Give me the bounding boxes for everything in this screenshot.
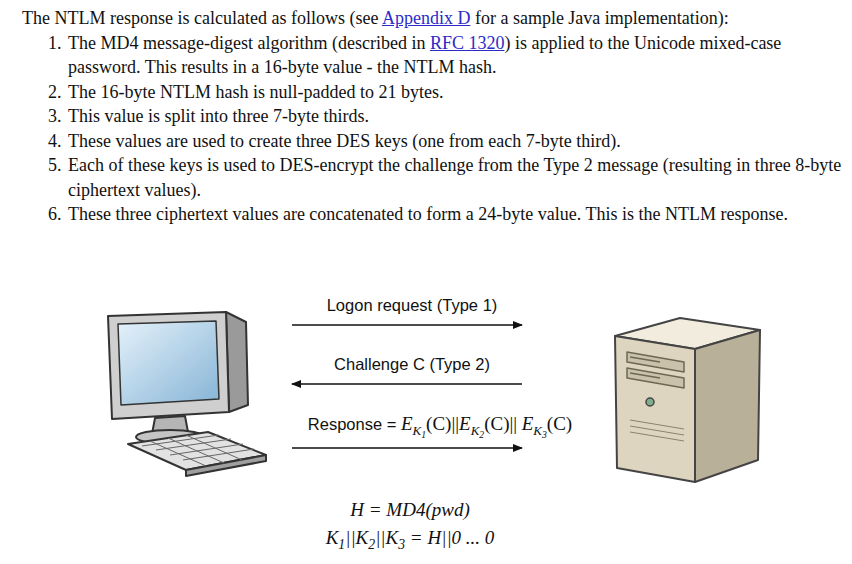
list-item: 4.These values are used to create three … (48, 129, 848, 154)
message-arrows (292, 325, 522, 448)
list-item: 5.Each of these keys is used to DES-encr… (48, 153, 848, 202)
message-label: Logon request (Type 1) (327, 296, 498, 315)
item-number: 4. (48, 129, 68, 154)
message-arrow (292, 324, 522, 326)
item-body: The MD4 message-digest algorithm (descri… (68, 31, 848, 80)
formula-symbol: E (459, 413, 471, 434)
intro-paragraph: The NTLM response is calculated as follo… (22, 6, 848, 31)
item-number: 1. (48, 31, 68, 80)
formula-symbol: ||K (345, 527, 368, 548)
item-text: The MD4 message-digest algorithm (descri… (68, 33, 425, 53)
list-item: 1.The MD4 message-digest algorithm (desc… (48, 31, 848, 80)
formula-symbol: K (326, 527, 339, 548)
item-number: 2. (48, 80, 68, 105)
numbered-list: 1.The MD4 message-digest algorithm (desc… (48, 31, 848, 227)
formula-subscript: K (471, 423, 480, 438)
formula-symbol: E (401, 413, 413, 434)
formula-subscript: 3 (542, 428, 547, 439)
formula-subscript: 2 (479, 428, 484, 439)
paragraph-text: for a sample Java implementation): (475, 8, 729, 28)
item-number: 3. (48, 104, 68, 129)
formula-symbol: = H||0 ... 0 (410, 527, 495, 548)
document-text: The NTLM response is calculated as follo… (22, 6, 848, 227)
server-illustration (615, 318, 760, 482)
formula-symbol: (C)|| (426, 413, 459, 434)
formula-text: Response = (308, 415, 397, 433)
paragraph-text: The NTLM response is calculated as follo… (22, 8, 378, 28)
formula-subscript: 3 (398, 537, 405, 552)
item-text: The 16-byte NTLM hash is null-padded to … (68, 80, 848, 105)
item-number: 6. (48, 202, 68, 227)
computer-illustration (108, 312, 266, 476)
formula-subscript: 1 (338, 537, 345, 552)
message-arrow (292, 383, 522, 385)
response-formula: Response = EK1(C)||EK2(C)|| EK3(C) (308, 413, 572, 439)
formula-subscript: K (413, 423, 422, 438)
message-label: Challenge C (Type 2) (334, 355, 490, 374)
item-text: Each of these keys is used to DES-encryp… (68, 153, 848, 202)
item-text: These values are used to create three DE… (68, 129, 848, 154)
formula-symbol: E (522, 413, 534, 434)
item-text: This value is split into three 7-byte th… (68, 104, 848, 129)
item-text: These three ciphertext values are concat… (68, 202, 848, 227)
key-formula: K1||K2||K3 = H||0 ... 0 (326, 527, 495, 553)
formula-subscript: K (533, 423, 542, 438)
hash-formula: H = MD4(pwd) (350, 499, 469, 521)
item-number: 5. (48, 153, 68, 202)
link-text: RFC 1320 (430, 33, 505, 53)
formula-subscript: 1 (421, 428, 426, 439)
formula-symbol: (C) (547, 413, 572, 434)
list-item: 6.These three ciphertext values are conc… (48, 202, 848, 227)
message-arrow (292, 447, 522, 449)
list-item: 2.The 16-byte NTLM hash is null-padded t… (48, 80, 848, 105)
formula-symbol: (C)|| (484, 413, 517, 434)
list-item: 3.This value is split into three 7-byte … (48, 104, 848, 129)
formula-subscript: 2 (368, 537, 375, 552)
formula-symbol: ||K (375, 527, 398, 548)
link-text: Appendix D (382, 8, 471, 28)
